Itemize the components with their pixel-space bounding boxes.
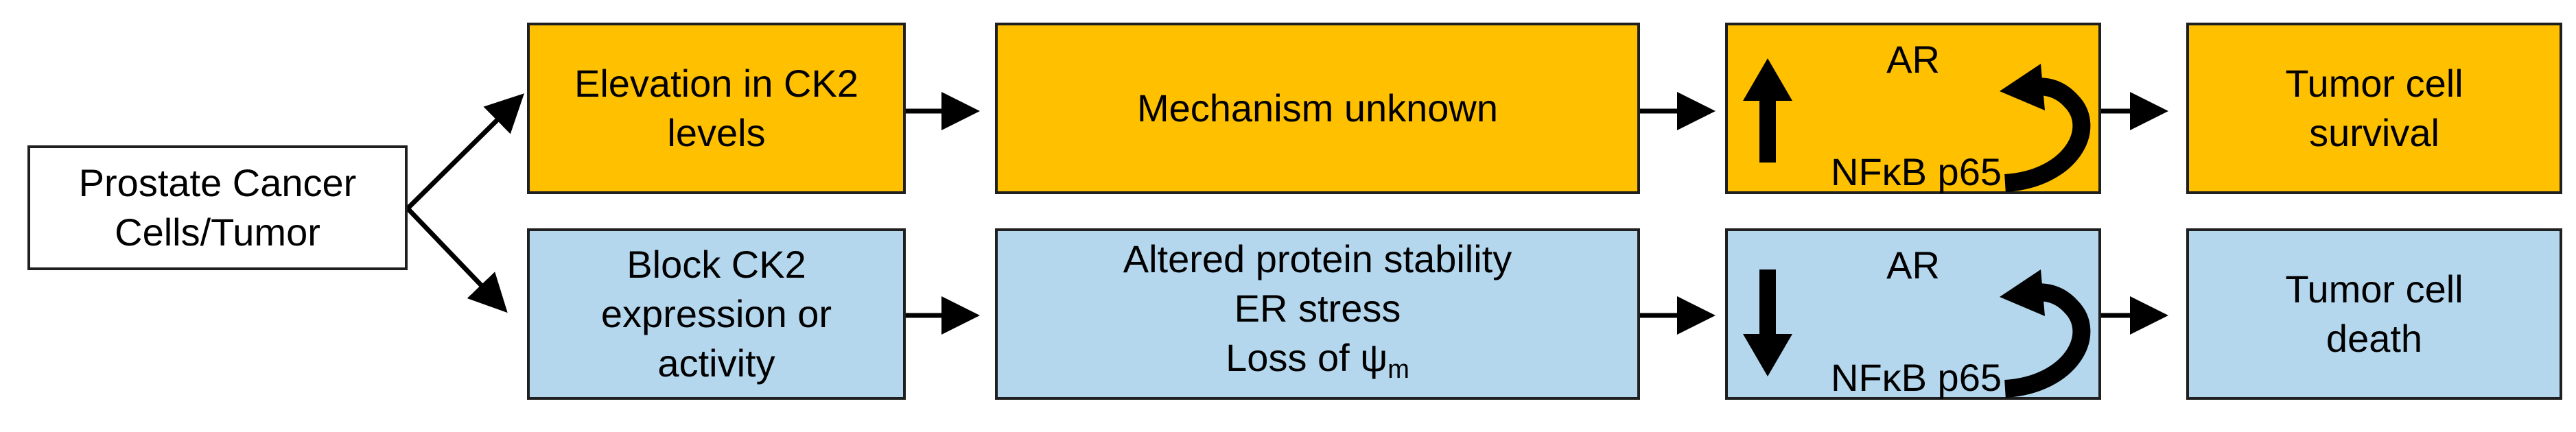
top-outcome-survival: Tumor cell survival (2186, 23, 2562, 194)
top-factor-ar: AR (1886, 38, 1940, 81)
bottom-factor-icons (1743, 269, 2091, 398)
bottom-step2-line-2: ER stress (1234, 286, 1401, 330)
top-outcome-line-2: survival (2309, 111, 2439, 154)
source-line-2: Cells/Tumor (115, 211, 320, 254)
top-factor-box: AR NFκB p65 (1725, 23, 2101, 194)
top-step2-line-1: Mechanism unknown (1136, 86, 1499, 130)
bottom-step-mechanisms: Altered protein stability ER stress Loss… (995, 228, 1640, 400)
top-factor-nfkb: NFκB p65 (1831, 150, 2002, 193)
bottom-factor-nfkb: NFκB p65 (1831, 356, 2002, 399)
bottom-step2-line-3: Loss of ψm (1226, 333, 1409, 394)
source-node: Prostate Cancer Cells/Tumor (27, 145, 408, 270)
top-step1-line-1: Elevation in CK2 (574, 62, 858, 105)
bottom-step2-line-3-subscript: m (1387, 355, 1409, 384)
bottom-step1-line-3: activity (657, 341, 775, 385)
curved-loop-arrow-icon (2000, 64, 2091, 192)
bottom-step2-line-3-text: Loss of ψ (1226, 335, 1388, 379)
bottom-step1-line-1: Block CK2 (627, 243, 806, 286)
bottom-outcome-line-2: death (2326, 317, 2423, 360)
bottom-factor-box: AR NFκB p65 (1725, 228, 2101, 400)
bottom-step1-line-2: expression or (600, 292, 832, 335)
down-arrow-icon (1743, 269, 1792, 376)
top-step1-line-2: levels (667, 111, 766, 154)
source-line-1: Prostate Cancer (78, 161, 357, 204)
branch-arrow-down (406, 206, 508, 313)
up-arrow-icon (1743, 58, 1792, 163)
top-outcome-line-1: Tumor cell (2285, 62, 2463, 105)
top-step-ck2-elevation: Elevation in CK2 levels (527, 23, 906, 194)
top-step-mechanism: Mechanism unknown (995, 23, 1640, 194)
bottom-step2-line-1: Altered protein stability (1123, 237, 1512, 280)
bottom-factor-ar: AR (1886, 243, 1940, 287)
curved-loop-arrow-icon (2000, 269, 2091, 398)
bottom-outcome-line-1: Tumor cell (2285, 267, 2463, 311)
bottom-step-block-ck2: Block CK2 expression or activity (527, 228, 906, 400)
branch-arrow-up (406, 93, 524, 211)
bottom-outcome-death: Tumor cell death (2186, 228, 2562, 400)
top-factor-icons (1743, 58, 2091, 192)
